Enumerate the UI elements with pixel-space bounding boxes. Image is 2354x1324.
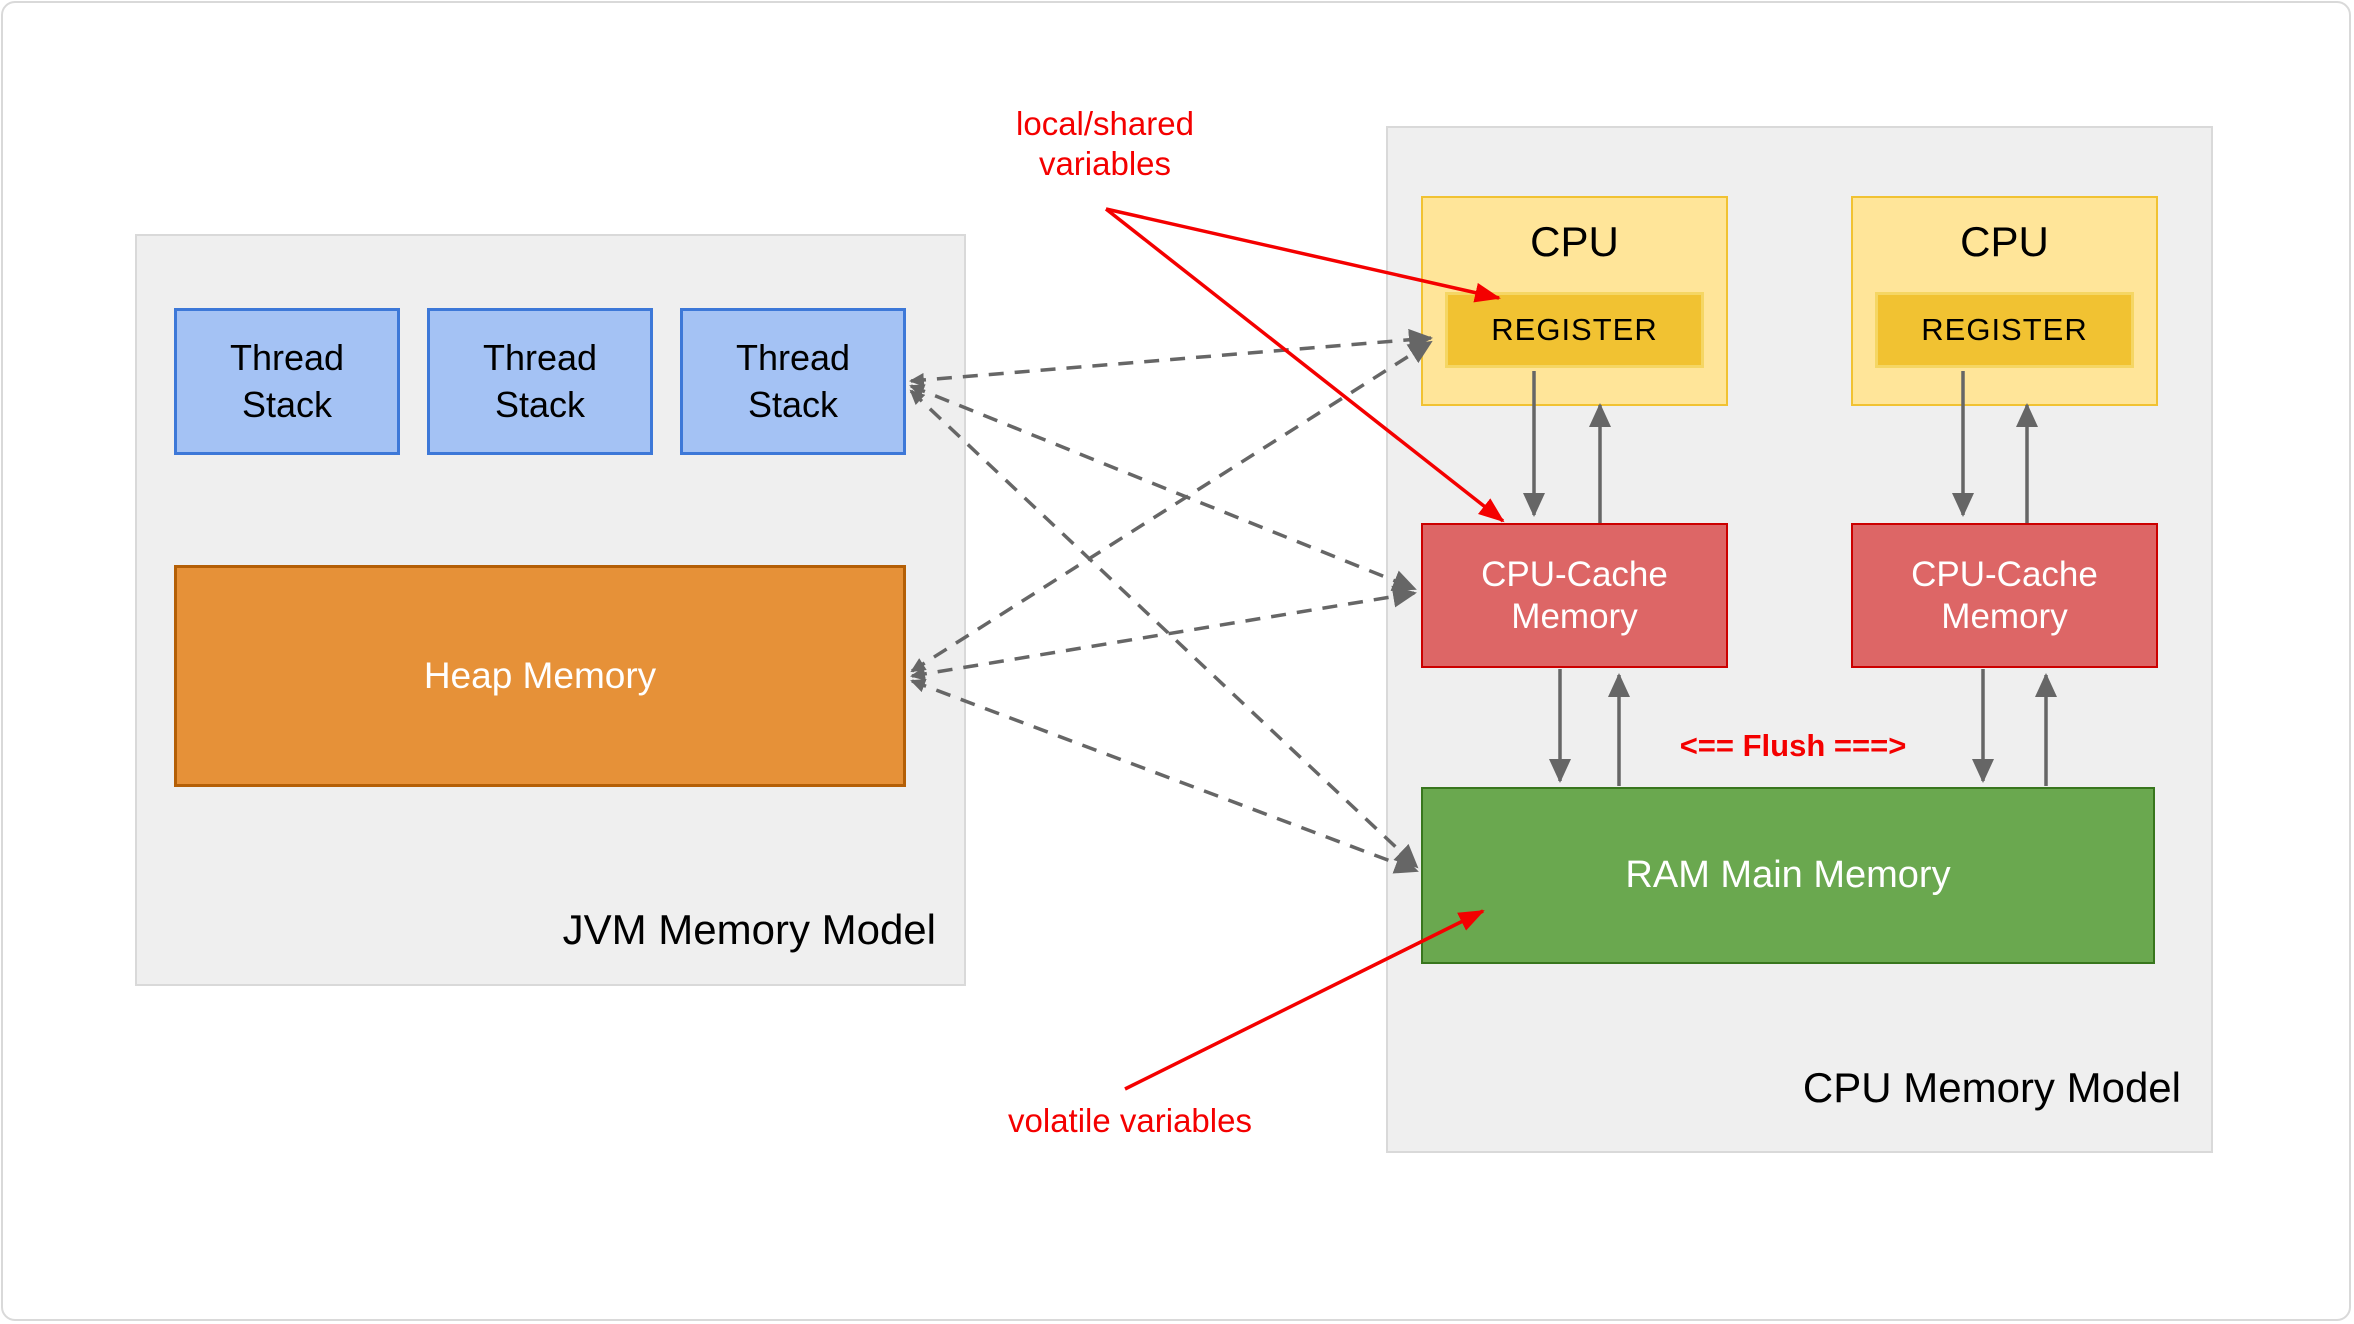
dashed-arrow-threadstack-register	[909, 328, 1433, 387]
thread-stack-box-1: Thread Stack	[174, 308, 400, 455]
register-box-1: REGISTER	[1445, 292, 1704, 368]
cpu-box-2: CPU REGISTER	[1851, 196, 2158, 406]
thread-stack-box-3: Thread Stack	[680, 308, 906, 455]
ram-main-memory-box: RAM Main Memory	[1421, 787, 2155, 964]
dashed-arrow-heap-ram	[910, 679, 1419, 874]
cpu-memory-model-title: CPU Memory Model	[1802, 1064, 2181, 1111]
cpu-box-1: CPU REGISTER	[1421, 196, 1728, 406]
thread-stack-box-2: Thread Stack	[427, 308, 653, 455]
register-box-2: REGISTER	[1875, 292, 2134, 368]
dashed-arrow-threadstack-cache	[909, 384, 1417, 591]
cpu-cache-memory-box-1: CPU-Cache Memory	[1421, 523, 1728, 668]
heap-memory-box: Heap Memory	[174, 565, 906, 787]
dashed-arrow-threadstack-ram	[909, 389, 1419, 869]
dashed-arrow-heap-register	[910, 340, 1433, 673]
flush-label: <== Flush ===>	[1679, 728, 1907, 763]
local-shared-variables-label: local/shared variables	[1016, 105, 1194, 183]
cpu-cache-memory-box-2: CPU-Cache Memory	[1851, 523, 2158, 668]
jvm-memory-model-title: JVM Memory Model	[562, 906, 936, 953]
cpu-label-2: CPU	[1960, 218, 2049, 265]
volatile-variables-label: volatile variables	[1008, 1102, 1252, 1139]
cpu-label-1: CPU	[1530, 218, 1619, 265]
dashed-arrow-heap-cache	[910, 585, 1417, 681]
